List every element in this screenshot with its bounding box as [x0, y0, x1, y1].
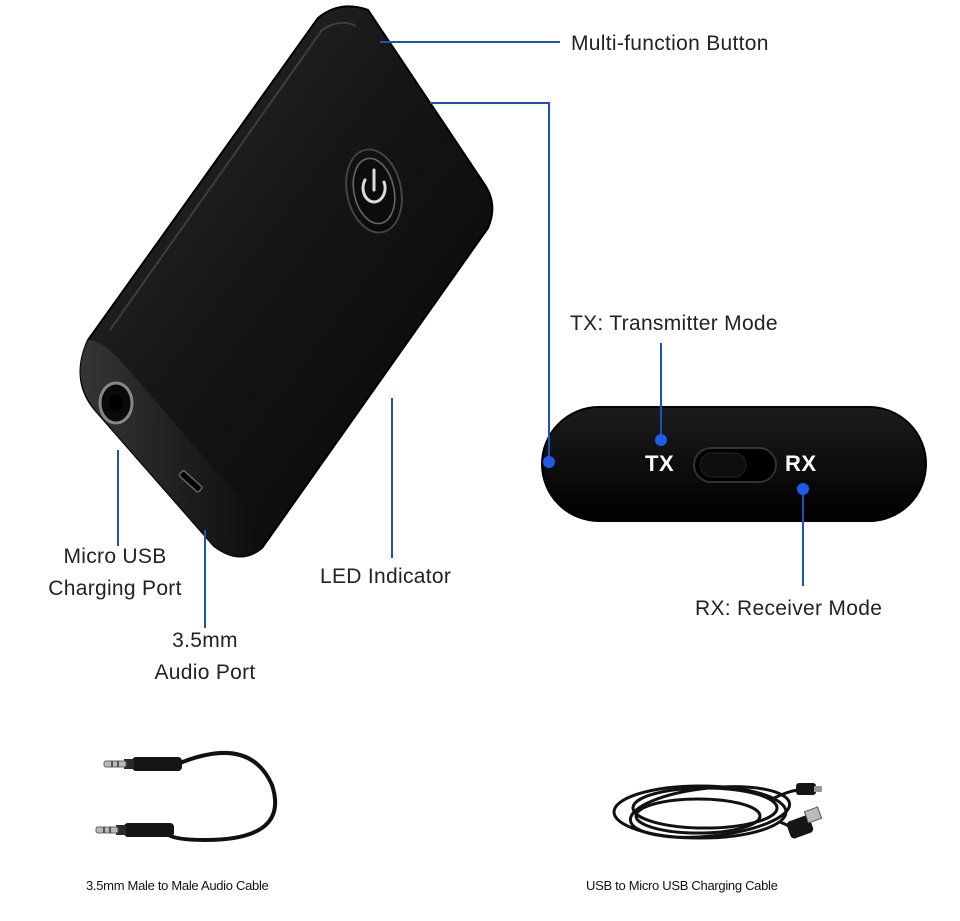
power-button-icon: [345, 148, 403, 234]
audio-cable-caption: 3.5mm Male to Male Audio Cable: [86, 878, 269, 893]
audio-port-label: 3.5mm Audio Port: [130, 628, 280, 686]
micro-usb-port-icon: [178, 470, 203, 493]
mode-switch-panel: [541, 406, 927, 522]
tx-switch-text: TX: [645, 451, 675, 476]
usb-cable-image: [612, 784, 801, 840]
audio-jack-icon: [98, 381, 134, 425]
indicator-dots: [543, 434, 809, 495]
micro-usb-label-line1: Micro USB: [63, 545, 167, 568]
rx-mode-label: RX: Receiver Mode: [695, 597, 883, 620]
audio-port-label-line2: Audio Port: [154, 661, 256, 684]
micro-usb-label: Micro USB Charging Port: [30, 544, 200, 602]
audio-port-label-line1: 3.5mm: [172, 629, 238, 652]
audio-cable-image: [95, 750, 278, 843]
rx-switch-text: RX: [785, 451, 817, 476]
callout-lines: [117, 41, 804, 628]
tx-mode-label: TX: Transmitter Mode: [570, 312, 778, 335]
micro-usb-label-line2: Charging Port: [48, 577, 182, 600]
led-indicator-label: LED Indicator: [320, 565, 452, 588]
bluetooth-device: [79, 5, 494, 558]
usb-cable-caption: USB to Micro USB Charging Cable: [586, 878, 778, 893]
multi-function-button-label: Multi-function Button: [571, 32, 769, 55]
usb-plug-icons: [786, 783, 823, 839]
